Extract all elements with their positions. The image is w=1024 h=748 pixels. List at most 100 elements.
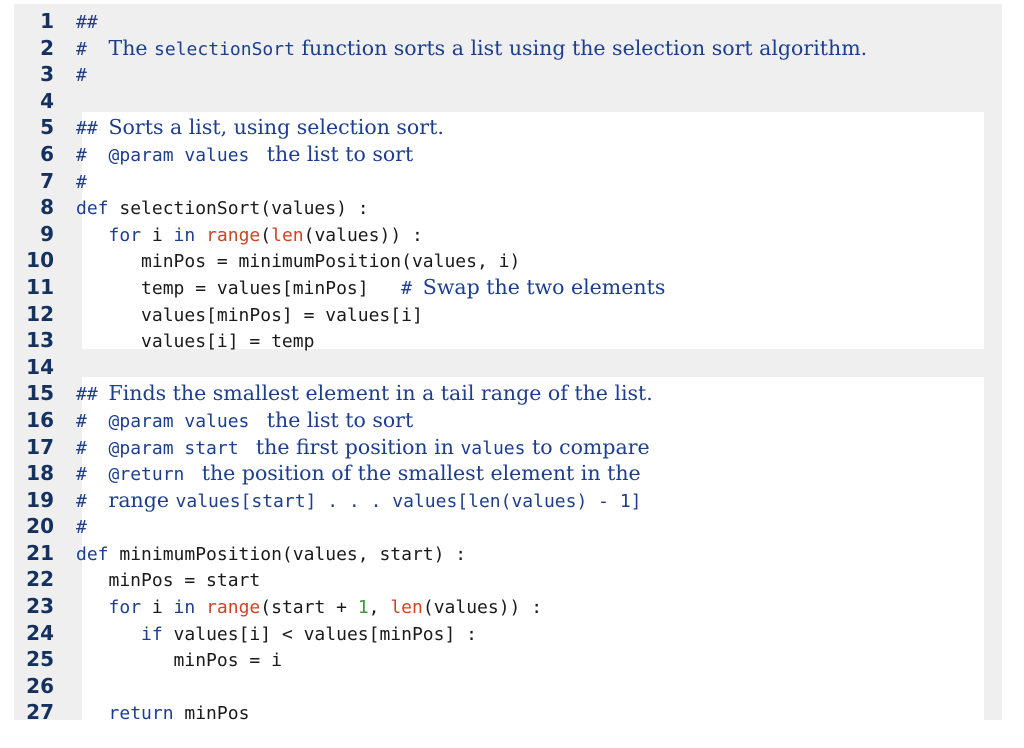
code-token — [76, 624, 141, 645]
code-line: 9 for i in range(len(values)) : — [14, 222, 1002, 249]
code-line: 24 if values[i] < values[minPos] : — [14, 621, 1002, 648]
code-token: i — [141, 224, 174, 246]
line-number: 20 — [26, 514, 54, 539]
function-block-minimum-position — [82, 377, 984, 720]
line-number: 16 — [26, 407, 54, 432]
code-token — [195, 597, 206, 618]
line-number: 4 — [40, 88, 54, 113]
code-token: minPos = minimumPosition(values, i) — [76, 251, 521, 273]
code-text: for i in range(start + 1, len(values)) : — [54, 597, 543, 619]
line-number: 2 — [40, 35, 54, 60]
code-token: the list to sort — [260, 141, 414, 166]
code-token: in — [173, 224, 196, 246]
code-token: range — [206, 224, 261, 246]
code-token: Sorts a list, using selection sort. — [108, 115, 444, 140]
code-token: , — [368, 597, 391, 619]
code-token: Swap the two elements — [422, 274, 666, 299]
code-line: 22 minPos = start — [14, 567, 1002, 594]
code-token: # — [401, 277, 423, 299]
code-token: # — [76, 490, 109, 512]
code-line: 1## — [14, 9, 1002, 36]
code-token: len — [271, 224, 304, 246]
line-number: 18 — [26, 461, 54, 486]
code-token: if — [141, 623, 163, 645]
code-line: 14 — [14, 355, 1002, 382]
code-token: # — [76, 464, 109, 486]
code-token: ( — [260, 224, 272, 246]
code-text: minPos = start — [54, 570, 261, 591]
code-line: 25 minPos = i — [14, 647, 1002, 674]
line-number: 13 — [26, 328, 54, 353]
code-token — [76, 703, 109, 724]
code-token: in — [173, 597, 196, 619]
line-number: 8 — [40, 195, 54, 220]
code-token: def — [76, 543, 109, 565]
code-line: 3# — [14, 62, 1002, 89]
line-number: 5 — [40, 115, 54, 140]
code-text: for i in range(len(values)) : — [54, 225, 423, 246]
code-token: ## — [76, 118, 109, 140]
code-token: @param values — [108, 410, 261, 432]
code-token: return — [108, 703, 174, 725]
line-number: 24 — [26, 620, 54, 645]
code-token: for — [108, 224, 142, 246]
code-token: the position of the smallest element in … — [195, 461, 641, 486]
code-token: values[i] = temp — [76, 331, 315, 353]
line-number: 19 — [26, 487, 54, 512]
code-line: 6# @param values the list to sort — [14, 142, 1002, 169]
code-text: # @param values the list to sort — [54, 408, 413, 432]
code-token: 1 — [357, 597, 369, 619]
code-token: Finds the smallest element in a tail ran… — [108, 381, 653, 406]
code-token: range — [108, 487, 176, 512]
code-text: def selectionSort(values) : — [54, 198, 369, 219]
line-number: 11 — [26, 274, 54, 299]
code-token: The — [108, 35, 155, 60]
code-text: # @return the position of the smallest e… — [54, 461, 641, 485]
code-line: 18# @return the position of the smallest… — [14, 461, 1002, 488]
code-token — [76, 225, 109, 246]
code-token: len — [390, 597, 423, 619]
line-number: 21 — [26, 540, 54, 565]
code-token: minPos = i — [76, 650, 282, 672]
code-text: # — [54, 172, 87, 193]
code-token: the list to sort — [260, 407, 414, 432]
line-number: 10 — [26, 248, 54, 273]
line-number: 6 — [40, 141, 54, 166]
code-line: 10 minPos = minimumPosition(values, i) — [14, 248, 1002, 275]
code-line: 13 values[i] = temp — [14, 328, 1002, 355]
code-line: 17# @param start the first position in v… — [14, 435, 1002, 462]
code-token: def — [76, 198, 109, 220]
code-token: @param start — [108, 437, 250, 459]
code-token: # — [76, 517, 87, 539]
line-number: 23 — [26, 594, 54, 619]
code-token: to compare — [525, 434, 650, 459]
code-line: 26 — [14, 674, 1002, 701]
code-token: range — [206, 597, 261, 619]
line-number: 27 — [26, 700, 54, 725]
code-token: (values)) : — [422, 597, 543, 619]
code-line: 27 return minPos — [14, 700, 1002, 727]
code-text: # — [54, 517, 87, 538]
code-line: 11 temp = values[minPos] # Swap the two … — [14, 275, 1002, 302]
code-text: ## Sorts a list, using selection sort. — [54, 115, 444, 139]
line-number: 7 — [40, 168, 54, 193]
code-text: # — [54, 65, 87, 86]
code-token: values[start] . . . values[len(values) -… — [175, 490, 642, 512]
code-token — [76, 597, 109, 618]
code-line: 5## Sorts a list, using selection sort. — [14, 115, 1002, 142]
code-token: @param values — [108, 144, 261, 166]
code-token: # — [76, 410, 109, 432]
line-number: 15 — [26, 381, 54, 406]
code-text: values[minPos] = values[i] — [54, 305, 423, 326]
code-text: ## Finds the smallest element in a tail … — [54, 381, 653, 405]
line-number: 22 — [26, 567, 54, 592]
code-token: minimumPosition(values, start) : — [108, 543, 467, 565]
code-token: function sorts a list using the selectio… — [294, 35, 868, 60]
code-line: 23 for i in range(start + 1, len(values)… — [14, 594, 1002, 621]
code-text: # @param values the list to sort — [54, 142, 413, 166]
code-line: 15## Finds the smallest element in a tai… — [14, 381, 1002, 408]
code-line: 7# — [14, 169, 1002, 196]
code-line: 20 # — [14, 514, 1002, 541]
code-token: values — [460, 437, 526, 459]
